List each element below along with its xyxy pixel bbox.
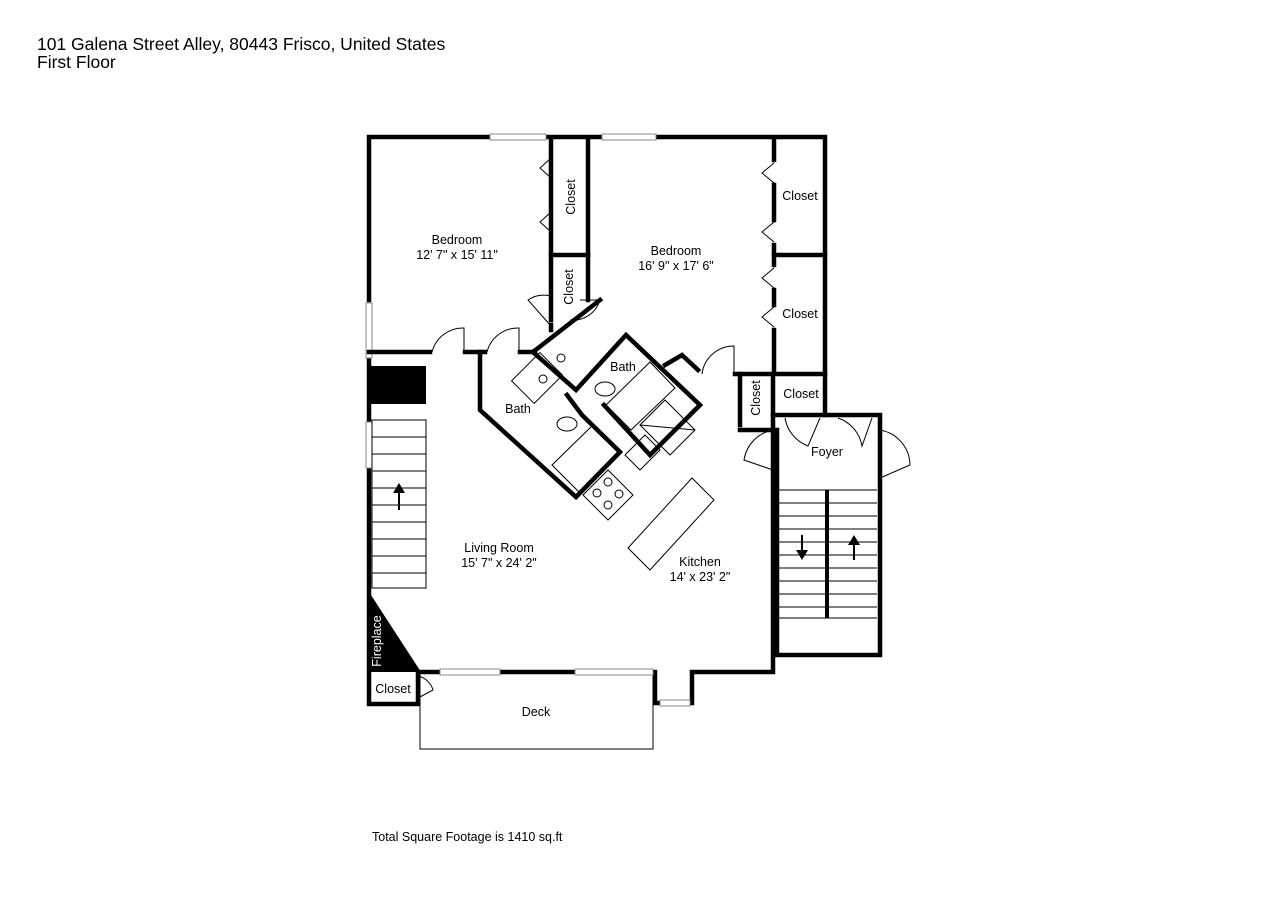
stairs-right — [777, 489, 877, 619]
fireplace-shape — [369, 592, 421, 672]
interior-walls — [366, 136, 828, 501]
closet-label-6: Closet — [749, 380, 763, 416]
closet-label-3: Closet — [782, 189, 818, 203]
bedroom-right-name: Bedroom — [651, 244, 702, 258]
closet-label-1: Closet — [564, 179, 578, 215]
stairs-left — [371, 419, 427, 589]
closet-label-7: Closet — [375, 682, 411, 696]
bedroom-left-dims: 12' 7" x 15' 11" — [416, 248, 498, 262]
bedroom-right-dims: 16' 9" x 17' 6" — [638, 259, 714, 273]
outer-walls — [366, 134, 883, 707]
bedroom-left-name: Bedroom — [432, 233, 483, 247]
address-title: 101 Galena Street Alley, 80443 Frisco, U… — [37, 34, 446, 54]
closet-label-4: Closet — [782, 307, 818, 321]
door-swings — [417, 157, 911, 699]
kitchen-name: Kitchen — [679, 555, 721, 569]
kitchen-dims: 14' x 23' 2" — [670, 570, 731, 584]
fixtures — [510, 351, 715, 571]
closet-label-2: Closet — [562, 269, 576, 305]
stair-landing — [369, 366, 426, 404]
closet-label-5: Closet — [783, 387, 819, 401]
floor-label: First Floor — [37, 52, 116, 72]
living-room-name: Living Room — [464, 541, 533, 555]
living-room-dims: 15' 7" x 24' 2" — [461, 556, 537, 570]
plan-header: 101 Galena Street Alley, 80443 Frisco, U… — [37, 35, 445, 71]
fireplace-label: Fireplace — [370, 615, 384, 666]
total-square-footage: Total Square Footage is 1410 sq.ft — [372, 830, 563, 844]
windows — [365, 133, 691, 707]
foyer-label: Foyer — [811, 445, 843, 459]
deck-label: Deck — [522, 705, 551, 719]
bath-label-1: Bath — [610, 360, 636, 374]
room-labels: Bedroom 12' 7" x 15' 11" Bedroom 16' 9" … — [370, 179, 843, 719]
bath-label-2: Bath — [505, 402, 531, 416]
